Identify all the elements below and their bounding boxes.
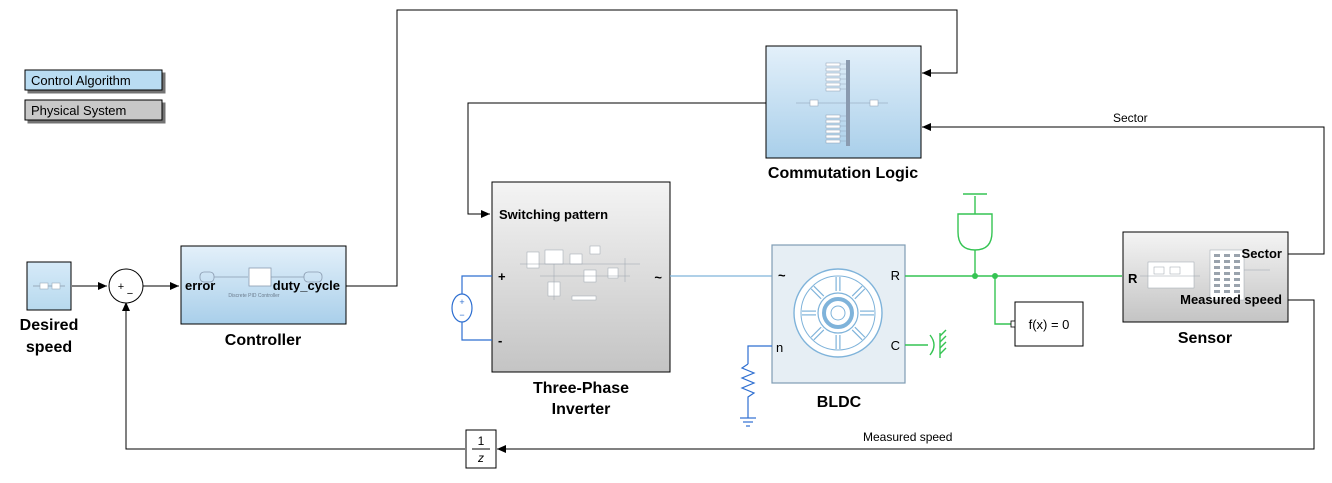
inverter-minus-port: - — [498, 333, 502, 348]
sensor-inner-diagram — [1140, 249, 1270, 301]
sum-minus-sign: − — [127, 288, 133, 300]
legend-control-algorithm-label: Control Algorithm — [31, 73, 131, 88]
bldc-block[interactable]: ~ n R C BLDC — [771, 244, 906, 411]
unit-delay-denominator: z — [477, 451, 484, 465]
bldc-ac-port: ~ — [778, 268, 786, 283]
commutation-logic-block[interactable]: Commutation Logic — [765, 45, 922, 182]
inverter-inner-diagram — [520, 245, 640, 301]
solver-label: f(x) = 0 — [1029, 317, 1070, 332]
sum-plus-sign: + — [118, 281, 124, 293]
commutation-logic-inner-diagram — [796, 60, 888, 146]
unit-delay-block[interactable]: 1 z — [465, 429, 497, 469]
controller-inner-diagram: Discrete PID Controller — [199, 267, 323, 299]
mechanical-network — [905, 193, 1122, 358]
sensor-title: Sensor — [1178, 330, 1232, 347]
dc-voltage-source[interactable]: + − — [451, 275, 492, 341]
svg-text:+: + — [459, 297, 464, 307]
svg-text:−: − — [459, 310, 464, 320]
bldc-motor-icon — [793, 268, 883, 358]
controller-inner-caption: Discrete PID Controller — [228, 293, 279, 299]
desired-speed-title-line1: Desired — [20, 317, 79, 334]
commutation-logic-title: Commutation Logic — [768, 165, 918, 182]
three-phase-inverter-block[interactable]: Switching pattern + - ~ Three-Phase Inve… — [491, 181, 671, 418]
bldc-title: BLDC — [817, 394, 862, 411]
bldc-c-port: C — [891, 338, 900, 353]
controller-block[interactable]: Discrete PID Controller error duty_cycle… — [180, 245, 347, 349]
sensor-r-port: R — [1128, 271, 1138, 286]
legend-physical-system[interactable]: Physical System — [24, 99, 163, 121]
controller-duty-cycle-port: duty_cycle — [273, 278, 340, 293]
desired-speed-title-line2: speed — [26, 339, 72, 356]
inverter-ac-port: ~ — [654, 270, 662, 285]
inverter-title-line1: Three-Phase — [533, 380, 629, 397]
sensor-measured-speed-port: Measured speed — [1180, 292, 1282, 307]
inverter-switching-pattern-port: Switching pattern — [499, 207, 608, 222]
neutral-resistor-ground — [740, 345, 772, 427]
legend-physical-system-label: Physical System — [31, 103, 126, 118]
sum-block[interactable]: + − — [108, 268, 144, 304]
desired-speed-block[interactable]: Desired speed — [20, 261, 79, 356]
bldc-n-port: n — [776, 340, 783, 355]
unit-delay-numerator: 1 — [478, 434, 485, 448]
solver-configuration-block[interactable]: f(x) = 0 — [1010, 301, 1084, 347]
controller-title: Controller — [225, 332, 301, 349]
sector-signal-label: Sector — [1113, 111, 1148, 125]
inverter-plus-port: + — [498, 269, 506, 284]
controller-error-port: error — [185, 278, 215, 293]
sensor-sector-port: Sector — [1242, 246, 1282, 261]
bldc-r-port: R — [891, 268, 900, 283]
inverter-title-line2: Inverter — [552, 401, 611, 418]
legend-control-algorithm[interactable]: Control Algorithm — [24, 69, 163, 91]
sensor-block[interactable]: R Sector Measured speed Sensor — [1122, 231, 1289, 347]
measured-speed-signal-label: Measured speed — [863, 430, 952, 444]
signal-lines — [72, 9, 1325, 453]
